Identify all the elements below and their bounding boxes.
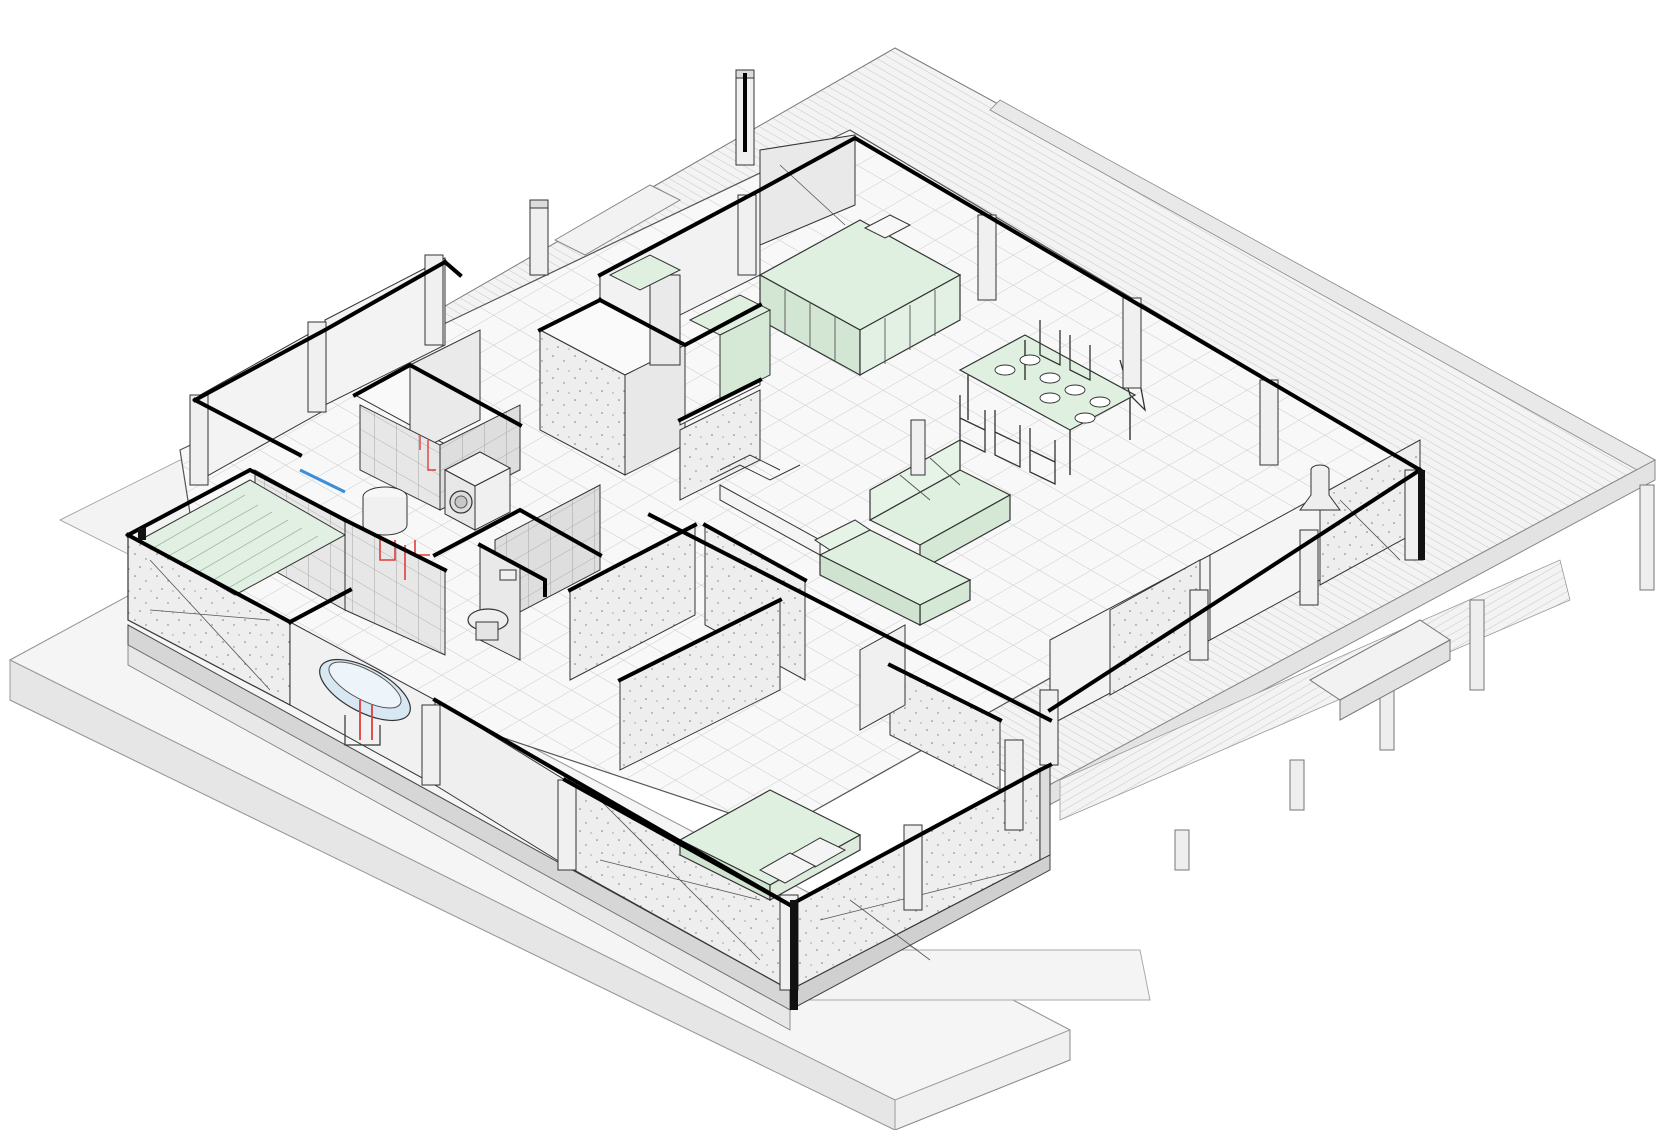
column: [1122, 297, 1142, 389]
column: [421, 704, 441, 786]
deck-post: [1289, 759, 1305, 811]
column: [529, 199, 549, 276]
column: [910, 419, 926, 476]
washing-machine: [443, 451, 512, 531]
water-heater: [362, 486, 408, 536]
foundation-band: [127, 624, 1051, 1031]
deck-post: [1469, 599, 1485, 691]
rear-steps: [553, 184, 682, 256]
tall-cabinet: [649, 274, 681, 366]
downpipes: [138, 470, 1425, 1010]
column: [424, 254, 444, 346]
column: [1299, 529, 1319, 606]
column: [977, 214, 997, 301]
column: [1189, 589, 1209, 661]
column: [1039, 689, 1059, 766]
sink: [863, 214, 912, 239]
plates: [994, 354, 1111, 424]
interior-walls: [353, 274, 1001, 791]
columns: [189, 69, 1424, 991]
stove: [1299, 464, 1341, 511]
stove-counter: [608, 254, 772, 401]
downpipe: [1418, 470, 1425, 560]
deck-post: [1639, 484, 1655, 591]
toilet: [467, 569, 517, 641]
sofa: [814, 438, 1012, 626]
column: [903, 824, 923, 911]
wall-cut-lines: [125, 73, 1423, 908]
column: [1259, 379, 1279, 466]
chairs: [959, 320, 1147, 486]
downpipe: [790, 900, 798, 1010]
back-walls: [199, 134, 856, 481]
column: [189, 394, 209, 486]
column: [737, 194, 757, 276]
column: [557, 779, 577, 871]
deck-post: [1174, 829, 1190, 871]
interior-stair: [709, 454, 801, 481]
column: [307, 321, 327, 413]
dining-set: [958, 320, 1147, 486]
plumbing-cold: [299, 468, 346, 494]
bathtub: [319, 658, 411, 746]
